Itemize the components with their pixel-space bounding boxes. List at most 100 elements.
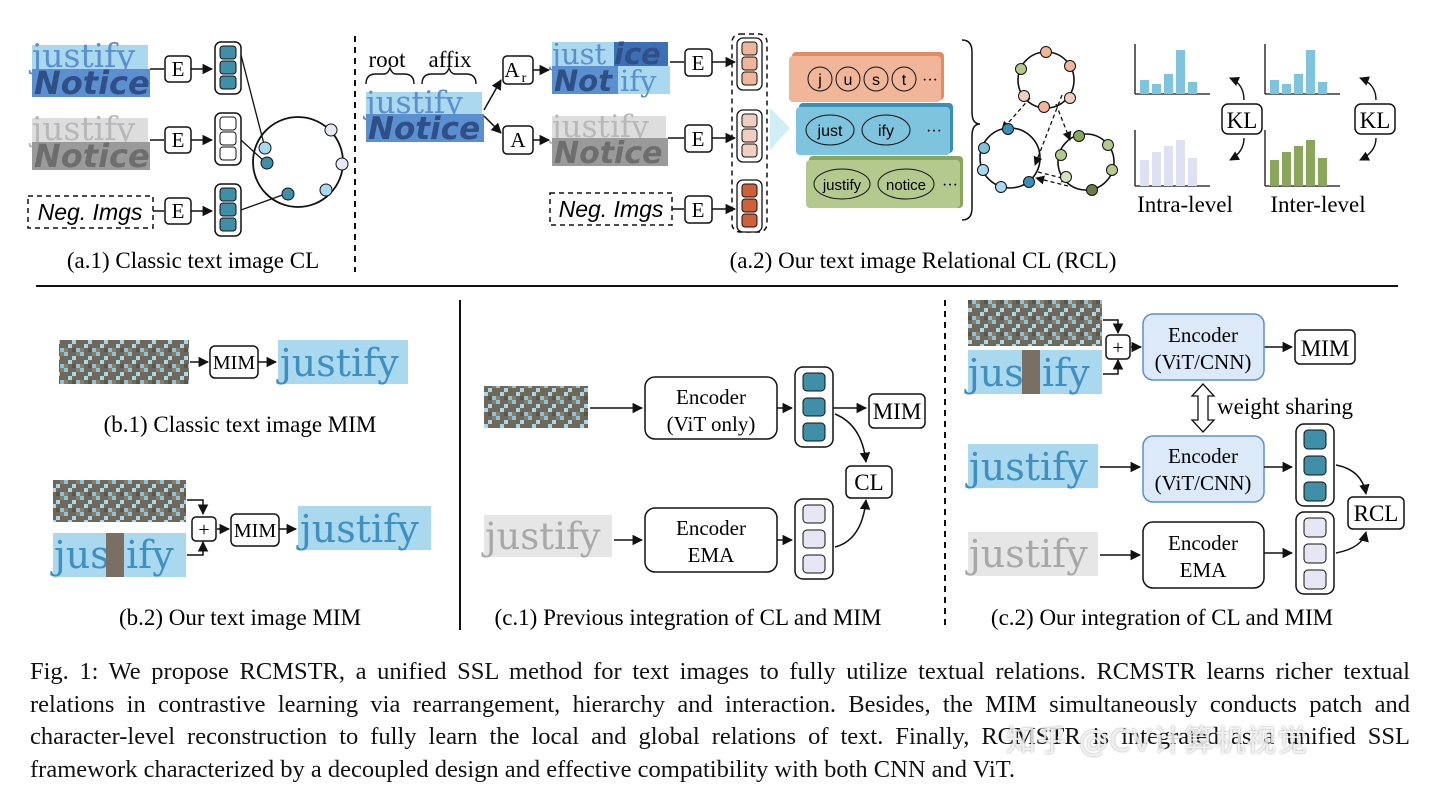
- flow-arrow: [770, 108, 790, 150]
- card-subword-level: just ify ···: [796, 103, 953, 155]
- char-mask: [106, 533, 124, 577]
- embedding-space: [240, 54, 349, 211]
- neg-imgs-box: [27, 195, 154, 229]
- histogram-intra-bottom: [1134, 130, 1210, 187]
- svg-text:just: just: [817, 123, 843, 140]
- svg-text:E: E: [172, 128, 185, 152]
- cl-label: CL: [854, 470, 883, 495]
- word-highlight: [366, 114, 484, 142]
- word-highlight: [32, 118, 148, 142]
- augment-rearrange-sub: r: [522, 71, 527, 86]
- word-notice: Notice: [368, 111, 480, 147]
- encoder-sublabel: EMA: [688, 543, 736, 567]
- plus-box: [191, 516, 217, 542]
- caption-a1: (a.1) Classic text image CL: [67, 248, 319, 273]
- word-grey: justify: [965, 532, 1088, 576]
- svg-text:u: u: [844, 72, 853, 89]
- card-char-level: j u s t ···: [789, 52, 944, 102]
- word-highlight: [298, 506, 431, 550]
- svg-text:s: s: [872, 72, 880, 89]
- augment-label: A: [510, 128, 526, 152]
- caption-c2: (c.2) Our integration of CL and MIM: [991, 605, 1333, 630]
- mim-label: MIM: [234, 520, 276, 542]
- reconstructed-word: justify: [276, 341, 399, 385]
- rcl-box: [1347, 496, 1405, 530]
- svg-text:E: E: [692, 198, 705, 222]
- histogram-inter-bottom: [1264, 130, 1340, 187]
- encoder-label: Encoder: [676, 385, 746, 409]
- weight-sharing-label: weight sharing: [1217, 394, 1354, 419]
- word-highlight: [968, 532, 1098, 576]
- figure-canvas: justify Notice justify Notice Neg. Imgs …: [27, 33, 1405, 630]
- svg-text:ify: ify: [878, 123, 894, 140]
- brace-affix: [421, 65, 477, 85]
- mim-label: MIM: [1301, 336, 1350, 361]
- intra-level-label: Intra-level: [1137, 192, 1233, 217]
- masked-patch-image: [53, 480, 186, 522]
- neg-imgs-label: Neg. Imgs: [559, 196, 664, 222]
- svg-text:E: E: [172, 199, 185, 223]
- mim-box: [868, 393, 926, 429]
- encoder-label: Encoder: [676, 516, 746, 540]
- masked-patch-image: [59, 340, 189, 384]
- mim-box: [1294, 329, 1356, 365]
- svg-text:E: E: [172, 57, 185, 81]
- label-root: root: [368, 47, 406, 72]
- encoder-label: Encoder: [1168, 444, 1238, 468]
- mim-label: MIM: [873, 399, 922, 424]
- kl-box-inter: [1354, 103, 1396, 135]
- caption-c1: (c.1) Previous integration of CL and MIM: [495, 605, 882, 630]
- word-justify: justify: [28, 36, 135, 75]
- word-justify: justify: [965, 445, 1088, 489]
- masked-word-part1: jus: [964, 351, 1024, 395]
- masked-word-part1: jus: [50, 533, 110, 577]
- encoder-e: E E E: [164, 55, 192, 225]
- relational-embedding: [977, 46, 1118, 196]
- panel-a1: justify Notice justify Notice Neg. Imgs …: [27, 36, 349, 273]
- brace-hierarchy: [961, 39, 981, 221]
- swap-ice: ice: [614, 37, 661, 71]
- masked-patch-image: [968, 300, 1102, 346]
- word-highlight: [278, 340, 408, 384]
- masked-word-part2: ify: [1042, 351, 1090, 395]
- svg-text:notice: notice: [886, 177, 926, 194]
- panel-c1: Encoder (ViT only) MIM CL justify Encode…: [481, 366, 926, 630]
- svg-text:E: E: [692, 51, 705, 75]
- neg-imgs-label: Neg. Imgs: [38, 199, 143, 225]
- histogram-inter-top: [1264, 44, 1340, 95]
- swap-ify: ify: [620, 64, 657, 98]
- feature-vector: [794, 366, 834, 448]
- panel-c2: jus ify + Encoder (ViT/CNN) MIM weight s…: [964, 300, 1405, 630]
- mim-label: MIM: [213, 352, 255, 374]
- encoder-sublabel: (ViT/CNN): [1155, 471, 1252, 495]
- svg-text:justify: justify: [822, 177, 862, 194]
- svg-text:···: ···: [926, 123, 942, 140]
- caption-b2: (b.2) Our text image MIM: [119, 605, 361, 630]
- word-highlight: [32, 69, 150, 97]
- weight-sharing-arrow: [1190, 383, 1216, 433]
- word-notice-grey: Notice: [34, 137, 150, 175]
- panel-a2: root affix justify Notice A r A just ice…: [363, 33, 1396, 273]
- plus-box: [1105, 334, 1131, 360]
- feature-vectors: [731, 33, 768, 233]
- char-mask: [1022, 350, 1040, 394]
- word-highlight: [366, 92, 482, 114]
- histogram-intra-top: [1134, 44, 1210, 95]
- kl-box-intra: [1221, 103, 1263, 135]
- svg-text:t: t: [902, 72, 907, 89]
- mim-box: [230, 513, 280, 547]
- svg-text:···: ···: [942, 177, 958, 194]
- plus-label: +: [1112, 337, 1123, 359]
- card-word-level: justify notice ···: [806, 156, 963, 208]
- swap-not: Not: [554, 64, 613, 98]
- masked-word-part2: ify: [126, 533, 174, 577]
- encoder-label: Encoder: [1168, 323, 1238, 347]
- figure-caption: Fig. 1: We propose RCMSTR, a unified SSL…: [30, 658, 1410, 783]
- encoder-shared-box: [1142, 435, 1265, 503]
- masked-patch-image: [484, 386, 588, 428]
- encoder-label: Encoder: [1168, 531, 1238, 555]
- encoder-ema-box: [1142, 521, 1265, 589]
- word-highlight: [32, 45, 148, 69]
- kl-label: KL: [1227, 108, 1258, 133]
- feature-vectors: [214, 41, 242, 237]
